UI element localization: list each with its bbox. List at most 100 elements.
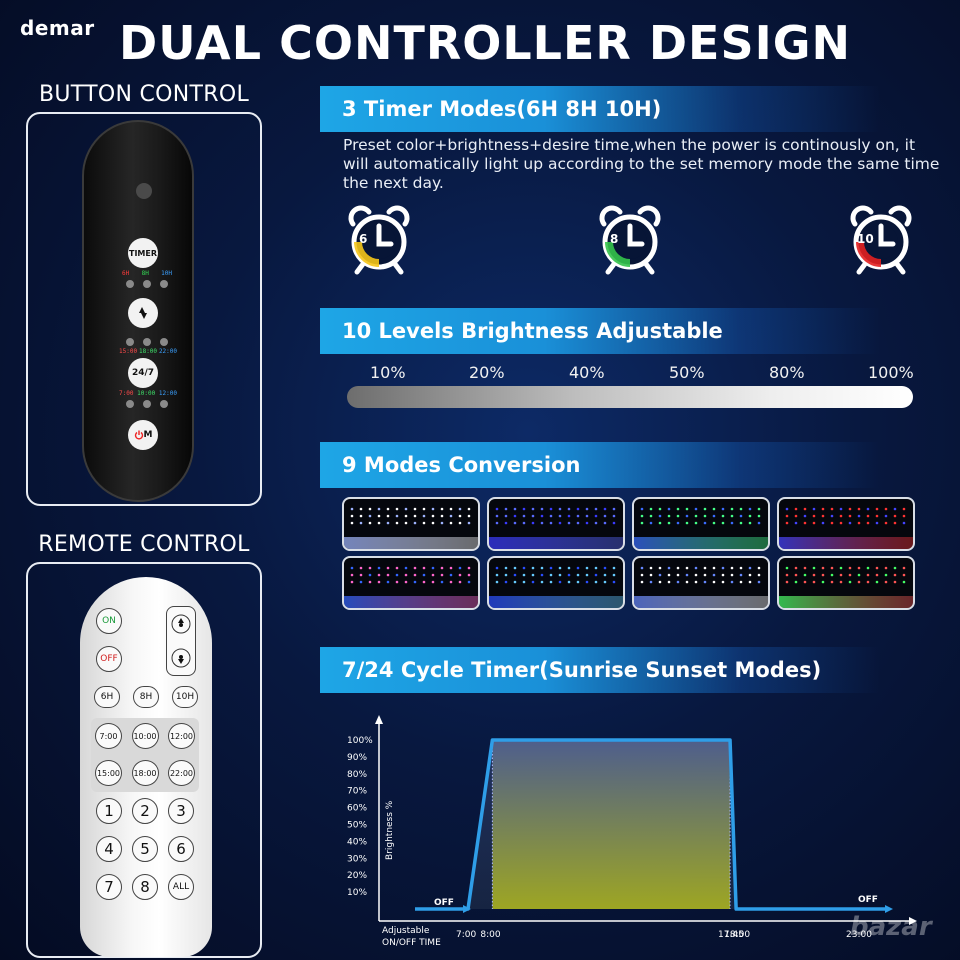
clock-8h-icon xyxy=(594,204,666,280)
y-tick-label: 40% xyxy=(347,837,367,847)
clock-label: 8 xyxy=(610,232,619,246)
page-title: DUAL CONTROLLER DESIGN xyxy=(119,16,851,70)
y-tick-label: 70% xyxy=(347,787,367,797)
y-tick-label: 100% xyxy=(347,736,373,746)
remote-number-button[interactable]: 3 xyxy=(168,798,194,824)
time-option: 22:00 xyxy=(158,348,177,355)
x-tick-label: 8:00 xyxy=(480,930,500,940)
power-mode-button[interactable]: M xyxy=(128,420,158,450)
remote-time-button[interactable]: 7:00 xyxy=(95,723,122,749)
remote-number-button[interactable]: 8 xyxy=(132,874,158,900)
mode-swatch xyxy=(342,497,480,551)
remote-timer-8h[interactable]: 8H xyxy=(133,686,159,708)
brightness-heading: 10 Levels Brightness Adjustable xyxy=(320,308,880,354)
y-axis-label: Brightness % xyxy=(385,800,395,860)
remote-time-button[interactable]: 12:00 xyxy=(168,723,195,749)
y-tick-label: 30% xyxy=(347,854,367,864)
y-tick-label: 90% xyxy=(347,753,367,763)
sunrise-times: 15:00 18:00 22:00 xyxy=(119,348,177,355)
remote-number-row-2: 4 5 6 xyxy=(96,836,194,862)
indicator-dot xyxy=(126,400,134,408)
brightness-level: 10% xyxy=(370,363,406,382)
time-option: 7:00 xyxy=(119,390,134,397)
remote-time-row-2: 15:00 18:00 22:00 xyxy=(95,760,195,786)
time-option: 12:00 xyxy=(158,390,177,397)
full-brightness-area xyxy=(492,740,731,909)
timer-indicators xyxy=(126,280,168,288)
remote-timer-10h[interactable]: 10H xyxy=(172,686,198,708)
remote-time-button[interactable]: 22:00 xyxy=(168,760,195,786)
remote-number-button[interactable]: 2 xyxy=(132,798,158,824)
timer-options: 6H 8H 10H xyxy=(122,270,172,277)
remote-timer-row: 6H 8H 10H xyxy=(94,686,198,708)
y-tick-label: 50% xyxy=(347,821,367,831)
y-axis-arrow-icon xyxy=(375,715,383,724)
y-tick-label: 20% xyxy=(347,871,367,881)
brightness-level: 40% xyxy=(569,363,605,382)
timer-modes-description: Preset color+brightness+desire time,when… xyxy=(343,136,940,192)
button-control-label: BUTTON CONTROL xyxy=(38,82,250,107)
remote-control-label: REMOTE CONTROL xyxy=(38,532,250,557)
remote-number-button[interactable]: 6 xyxy=(168,836,194,862)
indicator-dot xyxy=(160,400,168,408)
clock-10h-icon xyxy=(845,204,917,280)
remote-number-button[interactable]: 4 xyxy=(96,836,122,862)
remote-time-button[interactable]: 15:00 xyxy=(95,760,122,786)
brightness-icon xyxy=(171,614,191,668)
remote-number-button[interactable]: 1 xyxy=(96,798,122,824)
mode-swatch xyxy=(342,556,480,610)
sunset-times: 7:00 10:00 12:00 xyxy=(119,390,177,397)
remote-time-button[interactable]: 10:00 xyxy=(131,723,159,749)
x-tick-label: 23:00 xyxy=(846,930,872,940)
brightness-series-line xyxy=(415,738,885,911)
timer-option: 10H xyxy=(161,270,172,277)
x-tick-label: 17:45 xyxy=(718,930,744,940)
sensor-icon xyxy=(136,183,152,199)
x-tick-label: 18:00 xyxy=(724,930,750,940)
brightness-level: 100% xyxy=(868,363,914,382)
cycle-button[interactable]: 24/7 xyxy=(128,358,158,388)
watermark: bazar xyxy=(850,912,932,942)
brightness-level: 80% xyxy=(769,363,805,382)
remote-number-button[interactable]: 7 xyxy=(96,874,122,900)
indicator-dot xyxy=(143,400,151,408)
remote-time-button[interactable]: 18:00 xyxy=(131,760,159,786)
remote-control-panel xyxy=(26,562,262,958)
arrow-up-down-icon xyxy=(139,307,147,319)
time-option: 10:00 xyxy=(137,390,156,397)
remote-all-button[interactable]: ALL xyxy=(168,874,194,900)
y-tick-label: 80% xyxy=(347,770,367,780)
mode-swatch xyxy=(487,497,625,551)
remote-number-row-1: 1 2 3 xyxy=(96,798,194,824)
indicator-dot xyxy=(143,280,151,288)
indicator-dot xyxy=(126,280,134,288)
timer-button[interactable]: TIMER xyxy=(128,238,158,268)
remote-on-button[interactable]: ON xyxy=(96,608,122,634)
off-arrow-icon xyxy=(885,905,893,913)
clock-label: 6 xyxy=(359,232,368,246)
mode-label: M xyxy=(143,430,153,440)
remote-number-button[interactable]: 5 xyxy=(132,836,158,862)
sunrise-indicators xyxy=(126,338,168,346)
speed-button[interactable] xyxy=(128,298,158,328)
power-icon xyxy=(134,430,143,440)
mode-swatch xyxy=(487,556,625,610)
x-axis-arrow-icon xyxy=(909,917,917,925)
indicator-dot xyxy=(160,338,168,346)
button-control-panel xyxy=(26,112,262,506)
time-option: 18:00 xyxy=(138,348,158,355)
remote-timer-6h[interactable]: 6H xyxy=(94,686,120,708)
mode-swatch xyxy=(777,497,915,551)
remote-off-button[interactable]: OFF xyxy=(96,646,122,672)
x-tick-label: 7:00 xyxy=(456,930,476,940)
off-arrow-icon xyxy=(463,905,471,913)
clock-6h-icon xyxy=(343,204,415,280)
mode-swatch xyxy=(777,556,915,610)
mode-swatch xyxy=(632,556,770,610)
brightness-level: 20% xyxy=(469,363,505,382)
mode-swatch xyxy=(632,497,770,551)
on-off-time-label: ON/OFF TIME xyxy=(382,938,441,948)
off-left-label: OFF xyxy=(434,898,454,908)
brightness-rocker[interactable] xyxy=(166,606,196,676)
time-option: 15:00 xyxy=(119,348,138,355)
